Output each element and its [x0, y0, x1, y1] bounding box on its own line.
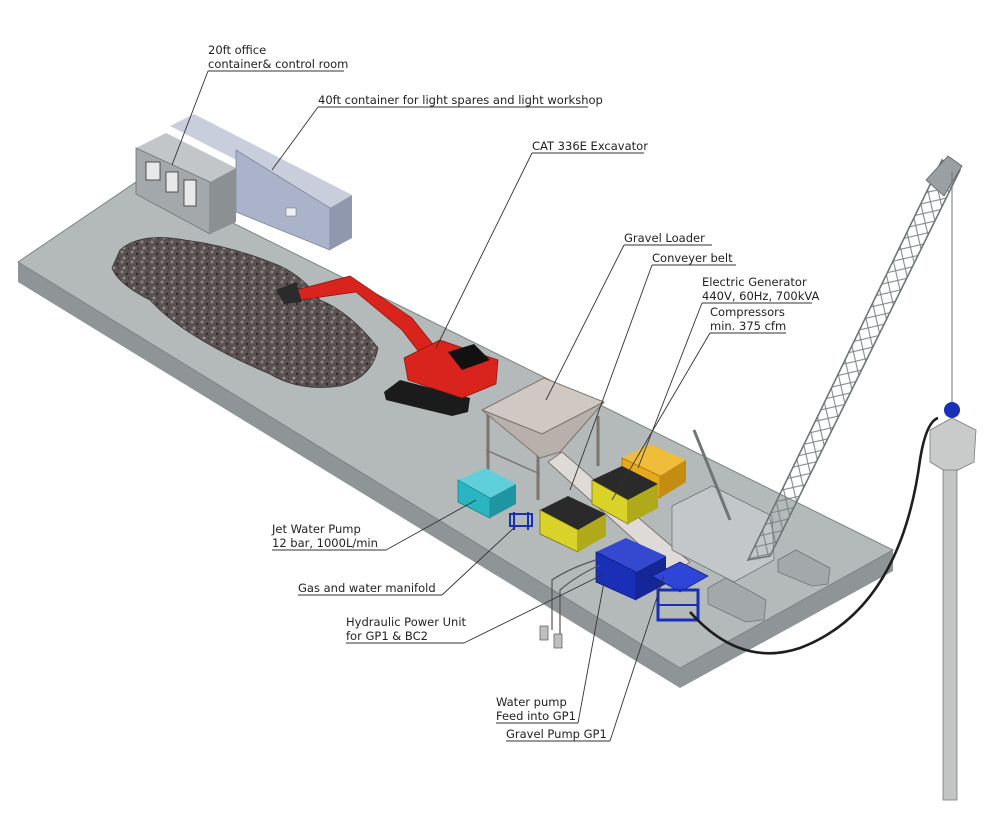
casing-pipe [929, 402, 977, 801]
label-generator: Electric Generator 440V, 60Hz, 700kVA [637, 275, 819, 469]
label-excavator: CAT 336E Excavator [435, 139, 648, 349]
gravel-pump-gp1 [651, 561, 709, 622]
compressors [591, 466, 658, 525]
container-door-panel [285, 207, 297, 217]
svg-text:Feed into GP1: Feed into GP1 [496, 709, 576, 723]
label-manifold: Gas and water manifold [298, 525, 517, 596]
label-compressors: Compressors min. 375 cfm [611, 305, 786, 501]
crawler-crane [671, 155, 963, 623]
svg-text:12 bar, 1000L/min: 12 bar, 1000L/min [272, 536, 378, 550]
svg-text:Electric Generator: Electric Generator [702, 275, 807, 289]
label-gravel-loader: Gravel Loader [545, 231, 712, 401]
hopper-body [481, 401, 605, 459]
label-conveyer-belt: Conveyer belt [569, 251, 736, 491]
crane-boom-tip [925, 155, 963, 197]
office-container [135, 133, 236, 235]
hydraulic-power-unit [595, 538, 666, 601]
svg-text:container& control room: container& control room [208, 57, 348, 71]
label-office-container: 20ft office container& control room [171, 43, 348, 166]
compressor-2 [539, 496, 606, 553]
crane-track [777, 549, 831, 587]
svg-text:Conveyer belt: Conveyer belt [652, 251, 733, 265]
gravel-pile [111, 237, 379, 388]
svg-text:40ft container for light spare: 40ft container for light spares and ligh… [318, 93, 603, 107]
svg-text:Compressors: Compressors [710, 305, 785, 319]
svg-text:for GP1 & BC2: for GP1 & BC2 [346, 629, 428, 643]
excavator-track [384, 380, 470, 416]
office-door [183, 179, 197, 207]
gas-water-manifold [509, 512, 533, 530]
svg-text:Gravel Pump GP1: Gravel Pump GP1 [506, 727, 607, 741]
label-gravel-pump: Gravel Pump GP1 [506, 575, 665, 742]
crane-boom [746, 158, 962, 562]
svg-text:Hydraulic Power Unit: Hydraulic Power Unit [346, 615, 467, 629]
svg-text:440V, 60Hz, 700kVA: 440V, 60Hz, 700kVA [702, 289, 819, 303]
svg-text:CAT 336E Excavator: CAT 336E Excavator [532, 139, 648, 153]
office-window [165, 171, 179, 193]
jet-water-pump [457, 468, 516, 519]
excavator [276, 275, 499, 416]
label-hpu: Hydraulic Power Unit for GP1 & BC2 [346, 573, 605, 644]
gravel-hose [689, 416, 939, 655]
label-water-pump: Water pump Feed into GP1 [496, 581, 605, 724]
label-jet-pump: Jet Water Pump 12 bar, 1000L/min [271, 499, 477, 551]
svg-text:Jet Water Pump: Jet Water Pump [271, 522, 361, 536]
gravel-loader [480, 377, 606, 500]
spares-container [170, 114, 352, 251]
office-window [145, 161, 161, 181]
excavator-cab-roof [448, 344, 490, 370]
label-spares-container: 40ft container for light spares and ligh… [271, 93, 603, 171]
svg-text:Gravel Loader: Gravel Loader [624, 231, 705, 245]
svg-text:Gas and water manifold: Gas and water manifold [298, 581, 436, 595]
svg-text:Water pump: Water pump [496, 695, 567, 709]
water-pump [539, 559, 601, 649]
crane-mast [692, 429, 732, 521]
svg-text:20ft office: 20ft office [208, 43, 266, 57]
excavator-bucket [276, 282, 302, 304]
svg-text:min. 375 cfm: min. 375 cfm [710, 319, 786, 333]
